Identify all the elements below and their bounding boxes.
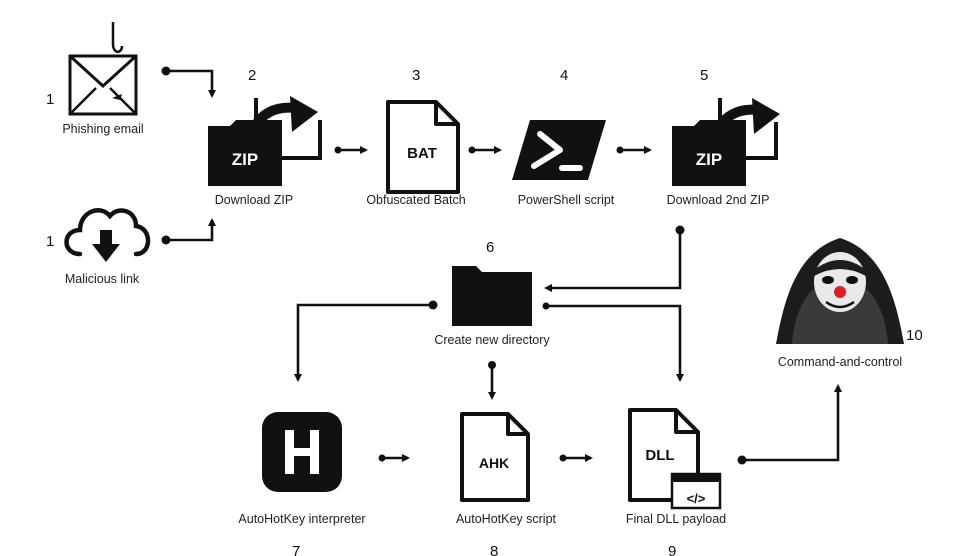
powershell-icon [512,120,606,180]
connector-bat-to-powershell [468,146,502,154]
step-number: 3 [412,67,420,84]
connector-directory-to-dll [542,302,684,382]
cloud-download-icon [64,208,151,262]
step-label: Phishing email [62,122,143,136]
step-label: AutoHotKey script [456,512,557,526]
step-label: PowerShell script [518,193,615,207]
connector-email-to-zip [161,66,216,98]
code-window-icon: </> [670,472,722,510]
zip-badge: ZIP [696,150,722,169]
zip-folder-icon: ZIP [208,96,322,186]
step-number: 4 [560,67,568,84]
step-number: 9 [668,543,676,556]
step-number: 7 [292,543,300,556]
envelope-with-hook-icon [68,22,138,116]
step-ahk-interpreter: AutoHotKey interpreter 7 [238,412,366,556]
bat-badge: BAT [407,145,437,162]
connector-directory-to-ahk [488,361,496,400]
step-number: 8 [490,543,498,556]
step-number: 5 [700,67,708,84]
step-number: 1 [46,91,54,108]
step-label: Download ZIP [215,193,294,207]
step-ahk-script: AHK AutoHotKey script 8 [456,412,557,556]
connector-zip2-to-directory [544,225,685,292]
connector-directory-to-interpreter [294,300,438,382]
connector-zip-to-bat [334,146,368,154]
folder-icon [452,266,532,326]
zip-folder-icon: ZIP [672,98,780,186]
connector-ahk-to-dll [559,454,593,462]
step-label: Malicious link [65,272,140,286]
step-phishing-email: 1 Phishing email [46,22,144,136]
dll-file-icon: DLL </> [628,408,722,510]
step-number: 2 [248,67,256,84]
zip-badge: ZIP [232,150,258,169]
step-number: 1 [46,233,54,250]
step-powershell-script: 4 PowerShell script [512,67,615,207]
connector-interpreter-to-ahk [378,454,410,462]
step-download-zip-2: 5 ZIP Download 2nd ZIP [667,67,780,207]
connector-dll-to-c2 [737,384,842,465]
step-label: AutoHotKey interpreter [238,512,365,526]
connectors [161,66,842,465]
step-download-zip: 2 ZIP Download ZIP [208,67,322,207]
step-obfuscated-batch: 3 BAT Obfuscated Batch [366,67,465,207]
step-label: Download 2nd ZIP [667,193,770,207]
step-final-dll: DLL </> Final DLL payload 9 [626,408,726,556]
connector-powershell-to-zip2 [616,146,652,154]
step-label: Command-and-control [778,355,902,369]
connector-link-to-zip [161,218,216,245]
step-create-directory: 6 Create new directory [434,239,550,347]
step-command-and-control: 10 Command-and-control [776,238,923,369]
step-label: Create new directory [434,333,550,347]
step-number: 6 [486,239,494,256]
ahk-file-icon: AHK [460,412,530,502]
autohotkey-icon [262,412,342,492]
ahk-badge: AHK [479,455,509,471]
step-number: 10 [906,327,923,344]
bat-file-icon: BAT [386,100,460,194]
hooded-hacker-icon [776,238,904,344]
code-badge: </> [687,491,706,506]
step-label: Final DLL payload [626,512,726,526]
step-label: Obfuscated Batch [366,193,465,207]
step-malicious-link: 1 Malicious link [46,208,151,286]
dll-badge: DLL [645,447,674,464]
